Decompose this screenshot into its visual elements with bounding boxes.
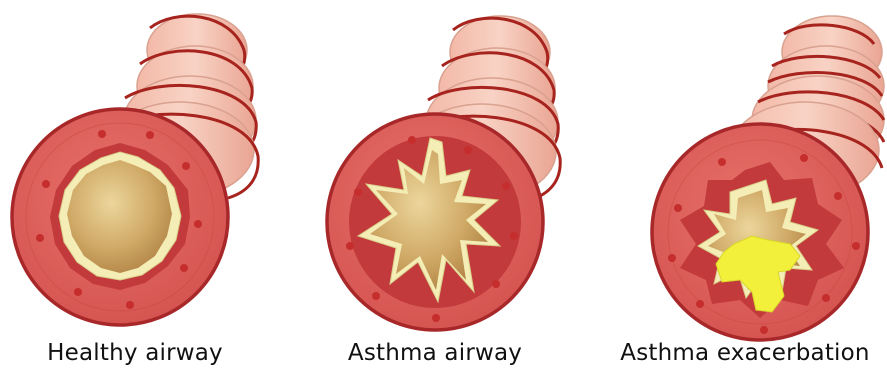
asthma-airway-illustration (327, 16, 560, 330)
caption-healthy-airway: Healthy airway (47, 340, 223, 366)
asthma-airway-cross-section (327, 114, 543, 330)
asthma-exacerbation-illustration (652, 16, 884, 340)
exacerbation-airway-cross-section (652, 124, 868, 340)
healthy-airway-cross-section (12, 109, 228, 325)
caption-asthma-exacerbation: Asthma exacerbation (620, 340, 869, 366)
caption-asthma-airway: Asthma airway (348, 340, 522, 366)
healthy-airway-illustration (12, 14, 258, 325)
